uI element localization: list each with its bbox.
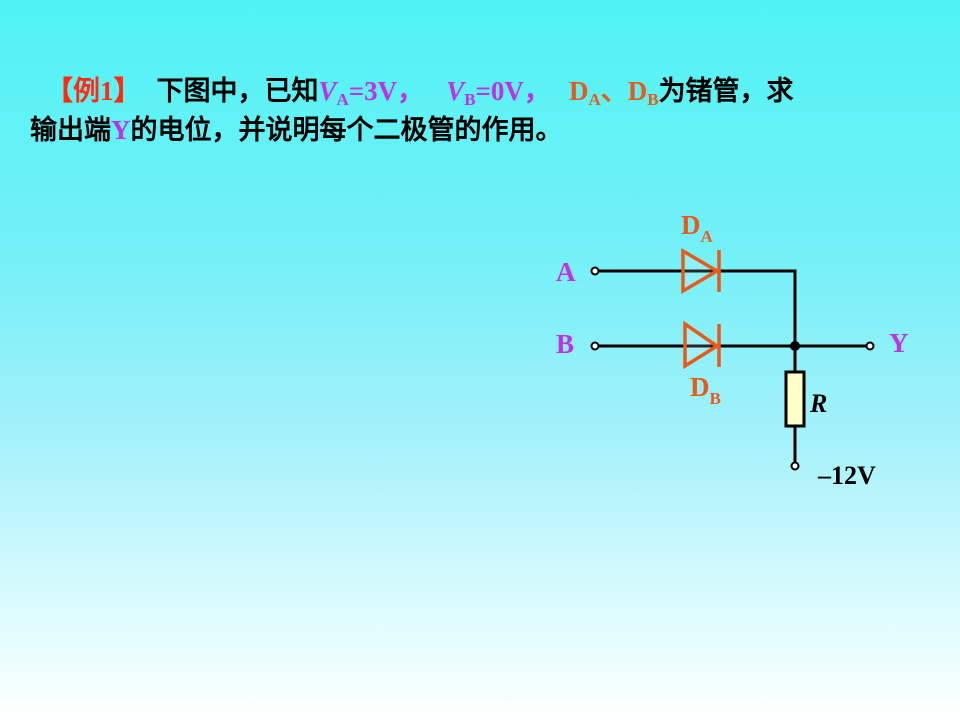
problem-statement: 【例1】下图中，已知VA=3V，VB=0V，DA、DB为锗管，求 输出端Y的电位… [30, 72, 930, 150]
va-value: =3V， [348, 76, 425, 106]
da-symbol: D [568, 76, 589, 106]
diode-separator: 、 [600, 76, 628, 107]
terminal-a-label: A [556, 257, 576, 287]
terminal-y-node [865, 341, 875, 351]
problem-line-1: 【例1】下图中，已知VA=3V，VB=0V，DA、DB为锗管，求 [30, 72, 930, 111]
vb-symbol: V [446, 76, 465, 106]
problem-text-question: 的电位，并说明每个二极管的作用。 [130, 115, 563, 146]
terminal-a-node [590, 266, 600, 276]
da-subscript: A [588, 90, 601, 109]
terminal-b-node [590, 341, 600, 351]
y-symbol: Y [111, 115, 131, 145]
problem-text-output: 输出端 [30, 115, 111, 146]
terminal-b-label: B [556, 329, 574, 359]
vb-value: =0V， [475, 76, 551, 106]
va-expression: VA=3V， [318, 76, 425, 109]
diode-a [681, 247, 721, 295]
terminal-supply-node [790, 461, 800, 471]
resistor [784, 370, 806, 428]
problem-text-germanium: 为锗管，求 [658, 76, 794, 107]
vb-expression: VB=0V， [446, 76, 551, 109]
resistor-label: R [809, 389, 827, 418]
diode-a-triangle [681, 247, 721, 295]
example-tag: 【例1】 [46, 76, 141, 106]
va-subscript: A [336, 90, 349, 109]
db-symbol: D [627, 76, 648, 106]
da-expression: DA [568, 76, 601, 109]
diode-a-label-sub: A [701, 227, 714, 246]
diode-b-label: DB [690, 372, 721, 408]
diode-b-triangle [683, 320, 721, 370]
db-expression: DB [627, 76, 659, 109]
diode-b [683, 320, 721, 370]
junction-dot [790, 341, 800, 351]
diode-a-label: DA [681, 210, 714, 246]
va-symbol: V [318, 76, 337, 106]
db-subscript: B [647, 90, 659, 109]
vb-subscript: B [464, 90, 476, 109]
diode-b-label-symbol: D [690, 372, 710, 402]
terminal-y-label: Y [889, 328, 909, 358]
problem-text-intro: 下图中，已知 [156, 76, 319, 107]
problem-line-2: 输出端Y的电位，并说明每个二极管的作用。 [30, 111, 930, 150]
diode-b-label-sub: B [710, 389, 721, 408]
supply-voltage-label: –12V [817, 461, 876, 490]
diode-a-label-symbol: D [681, 210, 701, 240]
